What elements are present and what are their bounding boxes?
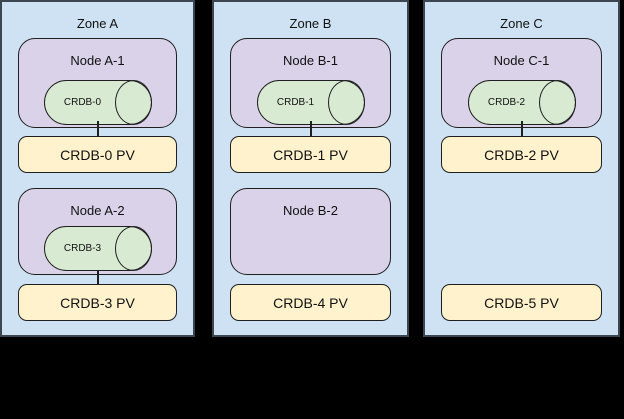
node-c1: Node C-1 CRDB-2 bbox=[441, 38, 602, 128]
cylinder-end-cap bbox=[538, 80, 576, 125]
node-c1-title: Node C-1 bbox=[493, 53, 550, 68]
node-b1: Node B-1 CRDB-1 bbox=[230, 38, 391, 128]
crdb-1-database-cylinder-icon: CRDB-1 bbox=[256, 80, 365, 125]
crdb-5-pv-label: CRDB-5 PV bbox=[484, 294, 559, 311]
zone-b: Zone B Node B-1 CRDB-1 CRDB-1 PV Node B-… bbox=[212, 0, 409, 337]
crdb-1-cylinder-label: CRDB-1 bbox=[276, 97, 315, 108]
crdb-3-pv-label: CRDB-3 PV bbox=[60, 294, 135, 311]
node-a1-title: Node A-1 bbox=[70, 53, 125, 68]
cylinder-end-cap bbox=[114, 226, 152, 271]
connector-node-a2-to-pv bbox=[96, 270, 99, 286]
crdb-2-pv-label: CRDB-2 PV bbox=[484, 146, 559, 163]
crdb-0-pv-label: CRDB-0 PV bbox=[60, 146, 135, 163]
node-b2: Node B-2 bbox=[230, 188, 391, 275]
crdb-1-pv-label: CRDB-1 PV bbox=[273, 146, 348, 163]
crdb-2-cylinder-label: CRDB-2 bbox=[487, 97, 526, 108]
crdb-4-pv-label: CRDB-4 PV bbox=[273, 294, 348, 311]
crdb-0-pv-box: CRDB-0 PV bbox=[18, 136, 177, 173]
crdb-4-pv-box: CRDB-4 PV bbox=[230, 284, 391, 321]
connector-node-c1-to-pv bbox=[520, 121, 523, 138]
crdb-3-pv-box: CRDB-3 PV bbox=[18, 284, 177, 321]
node-a2: Node A-2 CRDB-3 bbox=[18, 188, 177, 275]
cylinder-end-cap bbox=[327, 80, 365, 125]
crdb-3-database-cylinder-icon: CRDB-3 bbox=[43, 226, 152, 271]
zone-b-title: Zone B bbox=[289, 16, 332, 31]
zone-a-title: Zone A bbox=[76, 16, 119, 31]
crdb-2-database-cylinder-icon: CRDB-2 bbox=[467, 80, 576, 125]
cylinder-end-cap bbox=[114, 80, 152, 125]
zone-c-title: Zone C bbox=[500, 16, 543, 31]
node-b1-title: Node B-1 bbox=[283, 53, 338, 68]
crdb-3-cylinder-label: CRDB-3 bbox=[63, 243, 102, 254]
crdb-2-pv-box: CRDB-2 PV bbox=[441, 136, 602, 173]
crdb-1-pv-box: CRDB-1 PV bbox=[230, 136, 391, 173]
node-b2-title: Node B-2 bbox=[283, 203, 338, 218]
crdb-0-cylinder-label: CRDB-0 bbox=[63, 97, 102, 108]
connector-node-b1-to-pv bbox=[309, 121, 312, 138]
zone-a: Zone A Node A-1 CRDB-0 CRDB-0 PV Node A-… bbox=[0, 0, 195, 337]
connector-node-a1-to-pv bbox=[96, 121, 99, 138]
zone-c: Zone C Node C-1 CRDB-2 CRDB-2 PV CRDB-5 … bbox=[423, 0, 620, 337]
crdb-5-pv-box: CRDB-5 PV bbox=[441, 284, 602, 321]
crdb-0-database-cylinder-icon: CRDB-0 bbox=[43, 80, 152, 125]
node-a1: Node A-1 CRDB-0 bbox=[18, 38, 177, 128]
node-a2-title: Node A-2 bbox=[70, 203, 125, 218]
